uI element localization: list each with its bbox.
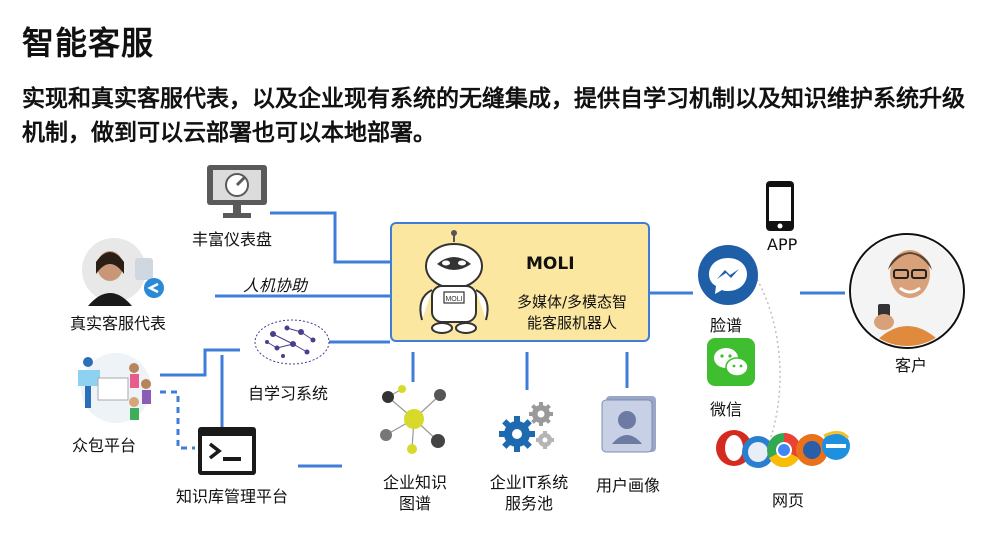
moli-desc-line2: 能客服机器人 [526, 314, 617, 332]
phone-icon [765, 180, 795, 232]
link-crowd-dashed [160, 390, 195, 450]
link-dashboard [270, 211, 390, 264]
crowdsourcing-label: 众包平台 [72, 436, 137, 455]
messenger-icon [697, 244, 759, 306]
crowdsourcing-icon [72, 350, 160, 425]
knowledge-graph-label-1: 企业知识 [382, 473, 447, 492]
real-agent-avatar [80, 236, 172, 306]
robot-badge-text: MOLI [445, 296, 462, 303]
wechat-icon [707, 338, 755, 386]
page-subtitle: 实现和真实客服代表，以及企业现有系统的无缝集成，提供自学习机制以及知识维护系统升… [22, 86, 965, 146]
knowledge-graph-icon [378, 385, 450, 455]
app-label: APP [767, 235, 798, 254]
customer-avatar [848, 232, 966, 350]
kb-platform-label: 知识库管理平台 [176, 487, 289, 506]
dashboard-label: 丰富仪表盘 [192, 230, 273, 249]
wechat-label: 微信 [710, 400, 743, 419]
terminal-icon [197, 426, 257, 476]
facebook-label: 脸谱 [710, 316, 743, 335]
self-learning-icon [253, 318, 331, 366]
gears-icon [495, 400, 559, 454]
real-agent-label: 真实客服代表 [70, 314, 167, 333]
user-profile-icon [598, 392, 660, 454]
web-label: 网页 [772, 491, 805, 510]
page-title: 智能客服 [22, 24, 155, 62]
robot-icon: MOLI [419, 230, 489, 334]
it-pool-label-1: 企业IT系统 [489, 473, 569, 492]
link-crowd-self [160, 348, 240, 377]
link-channel-curve [739, 254, 781, 441]
knowledge-graph-label-2: 图谱 [398, 494, 431, 513]
it-pool-label-2: 服务池 [504, 494, 553, 513]
self-learning-label: 自学习系统 [248, 384, 329, 403]
human-assist-label: 人机协助 [243, 276, 308, 295]
it-pool-label: 企业IT系统 服务池 [484, 472, 574, 514]
moli-description: 多媒体/多模态智 能客服机器人 [508, 292, 636, 334]
dashboard-icon [205, 163, 269, 223]
moli-name: MOLI [526, 254, 575, 274]
moli-robot-box: MOLI MOLI 多媒体/多模态智 能客服机器人 [390, 222, 650, 342]
user-profile-label: 用户画像 [596, 476, 661, 495]
knowledge-graph-label: 企业知识 图谱 [380, 472, 450, 514]
browsers-icon [712, 424, 850, 476]
moli-desc-line1: 多媒体/多模态智 [516, 293, 628, 311]
customer-label: 客户 [895, 356, 928, 375]
